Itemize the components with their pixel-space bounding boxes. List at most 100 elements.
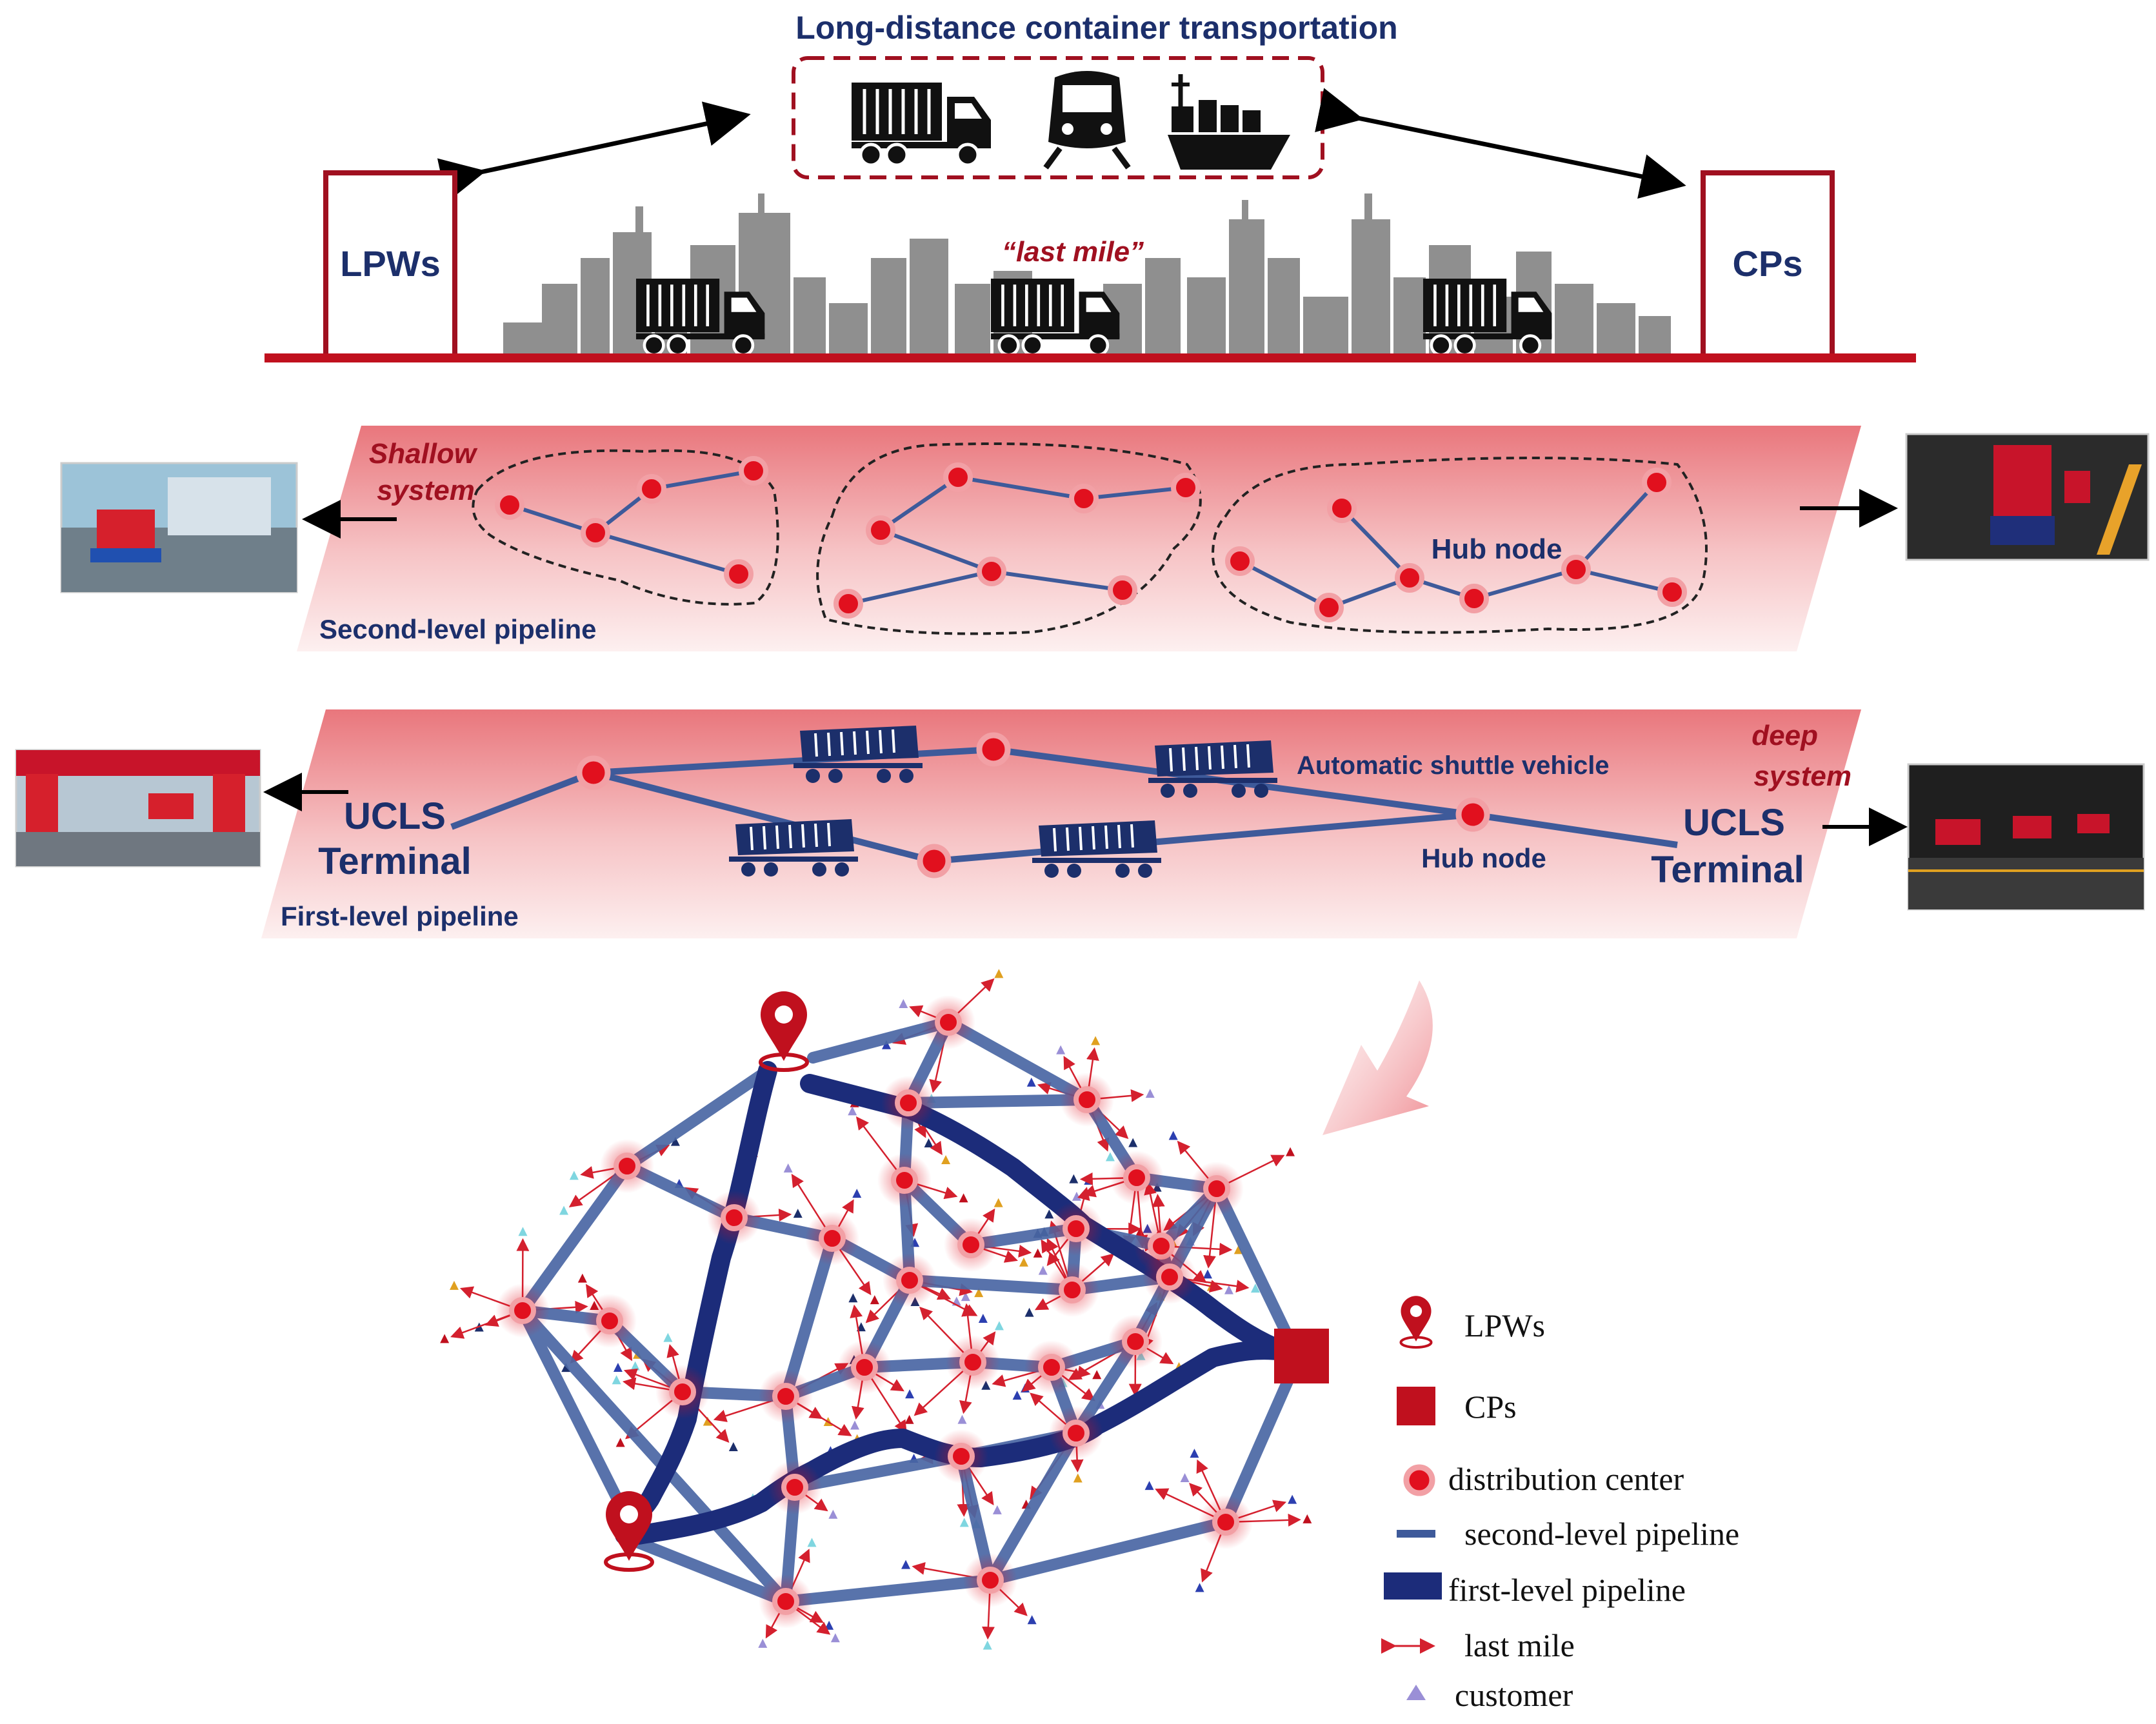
customer-glyph	[1224, 1285, 1233, 1294]
customer-glyph	[612, 1375, 621, 1385]
distribution-center	[1203, 1175, 1230, 1202]
distribution-center	[614, 1153, 641, 1180]
distribution-center	[959, 1349, 986, 1376]
customer-glyph	[1250, 1283, 1260, 1293]
customer-glyph	[1190, 1449, 1199, 1458]
customer-glyphs	[440, 969, 1312, 1650]
distribution-center	[509, 1297, 536, 1324]
deep-right-photo	[1907, 763, 2145, 911]
distribution-center	[1038, 1354, 1065, 1381]
shallow-right-photo	[1905, 433, 2150, 561]
distribution-center	[772, 1588, 799, 1615]
legend-item-last-mile: last mile	[1381, 1627, 1575, 1663]
customer-glyph	[848, 1293, 858, 1303]
distribution-center	[1059, 1276, 1086, 1303]
customer-glyph	[670, 1136, 680, 1146]
customer-glyph	[824, 1620, 834, 1630]
customer-glyph	[1027, 1615, 1037, 1625]
customer-glyph	[994, 1321, 1004, 1331]
legend-item-customer: customer	[1406, 1677, 1573, 1713]
customer-glyph	[1105, 1152, 1115, 1162]
deep-label-line2: system	[1753, 760, 1852, 792]
second-level-pipe	[904, 1274, 1078, 1296]
shallow-label-line1: Shallow	[369, 438, 478, 470]
distribution-center	[1212, 1509, 1239, 1536]
legend-item-second-level-pipeline: second-level pipeline	[1397, 1516, 1739, 1552]
customer-glyph	[1180, 1473, 1190, 1483]
right-terminal-line1: UCLS	[1683, 802, 1785, 844]
distribution-center	[935, 1009, 962, 1036]
long-distance-arrow-right	[1315, 88, 1686, 199]
shallow-left-photo	[60, 462, 298, 593]
legend-label-cps: CPs	[1464, 1389, 1517, 1425]
second-level-pipe	[984, 1516, 1232, 1586]
left-terminal-line1: UCLS	[344, 795, 446, 837]
lpws-box	[323, 170, 457, 359]
customer-glyph	[941, 1154, 951, 1164]
cps-box-label: CPs	[1733, 243, 1803, 284]
distribution-center	[721, 1204, 748, 1231]
shallow-cluster-3: Hub node	[1211, 457, 1708, 634]
second-level-pipe	[780, 1574, 996, 1607]
distribution-center	[596, 1307, 623, 1334]
shallow-label-line2: system	[377, 475, 475, 506]
distribution-center	[669, 1378, 696, 1405]
customer-glyph	[848, 1106, 857, 1116]
legend-label-first-level-pipeline: first-level pipeline	[1448, 1572, 1686, 1608]
customer-glyph	[1019, 1257, 1028, 1267]
customer-glyph	[1026, 1077, 1036, 1087]
customer-glyph	[1286, 1147, 1295, 1156]
first-level-pipeline-label: First-level pipeline	[281, 901, 519, 931]
customer-glyph	[899, 999, 908, 1009]
network-map	[440, 969, 1329, 1650]
legend-item-distribution-center: distribution center	[1403, 1461, 1684, 1497]
customer-glyph	[440, 1334, 450, 1343]
second-level-pipe	[903, 1094, 1093, 1109]
customer-glyph	[1195, 1583, 1204, 1592]
cp-square	[1274, 1329, 1329, 1383]
customer-glyph	[630, 1361, 640, 1371]
customer-glyph	[830, 1633, 840, 1643]
legend-item-first-level-pipeline: first-level pipeline	[1384, 1572, 1686, 1608]
customer-glyph	[957, 1414, 967, 1424]
second-level-pipe	[1211, 1183, 1303, 1360]
second-level-pipe	[517, 1305, 792, 1607]
second-level-pipe	[1220, 1355, 1303, 1528]
deep-label-line1: deep	[1752, 720, 1818, 751]
customer-glyph	[828, 1509, 838, 1519]
customer-glyph	[959, 1193, 968, 1203]
customer-glyph	[994, 969, 1004, 978]
left-terminal-line2: Terminal	[318, 840, 471, 882]
deep-left-photo	[15, 749, 261, 867]
truck-icon	[852, 83, 991, 165]
legend-label-customer: customer	[1455, 1677, 1573, 1713]
second-level-pipe	[621, 1065, 774, 1172]
ship-icon	[1168, 74, 1290, 170]
customer-glyph	[993, 1198, 1003, 1207]
customer-glyph	[615, 1438, 625, 1447]
shallow-cluster-1	[472, 449, 779, 606]
customer-glyph	[1144, 1481, 1154, 1491]
customer-glyph	[613, 1362, 623, 1372]
second-level-pipe	[789, 1451, 967, 1493]
customer-glyph	[1033, 1248, 1043, 1258]
first-level-pipeline-icon	[1384, 1572, 1442, 1600]
customer-glyph	[1288, 1494, 1297, 1504]
customer-glyph	[663, 1333, 673, 1342]
location-pin-icon	[1401, 1296, 1431, 1347]
customer-glyph	[1084, 1175, 1093, 1185]
shallow-cluster-2	[816, 442, 1202, 635]
customer-glyph	[1056, 1045, 1066, 1055]
truck-icon	[991, 279, 1119, 355]
distribution-centers	[495, 995, 1253, 1629]
customer-glyph	[1145, 1089, 1155, 1098]
customer-glyph	[1092, 1370, 1102, 1380]
second-level-pipe	[780, 1233, 838, 1402]
customer-glyph	[728, 1442, 738, 1451]
top-title: Long-distance container transportation	[795, 10, 1397, 46]
right-terminal-line2: Terminal	[1651, 849, 1804, 891]
distribution-center	[819, 1225, 846, 1252]
legend-item-lpws: LPWs	[1401, 1296, 1545, 1347]
distribution-center-icon	[1403, 1464, 1435, 1496]
customer-glyph	[1021, 1383, 1030, 1393]
